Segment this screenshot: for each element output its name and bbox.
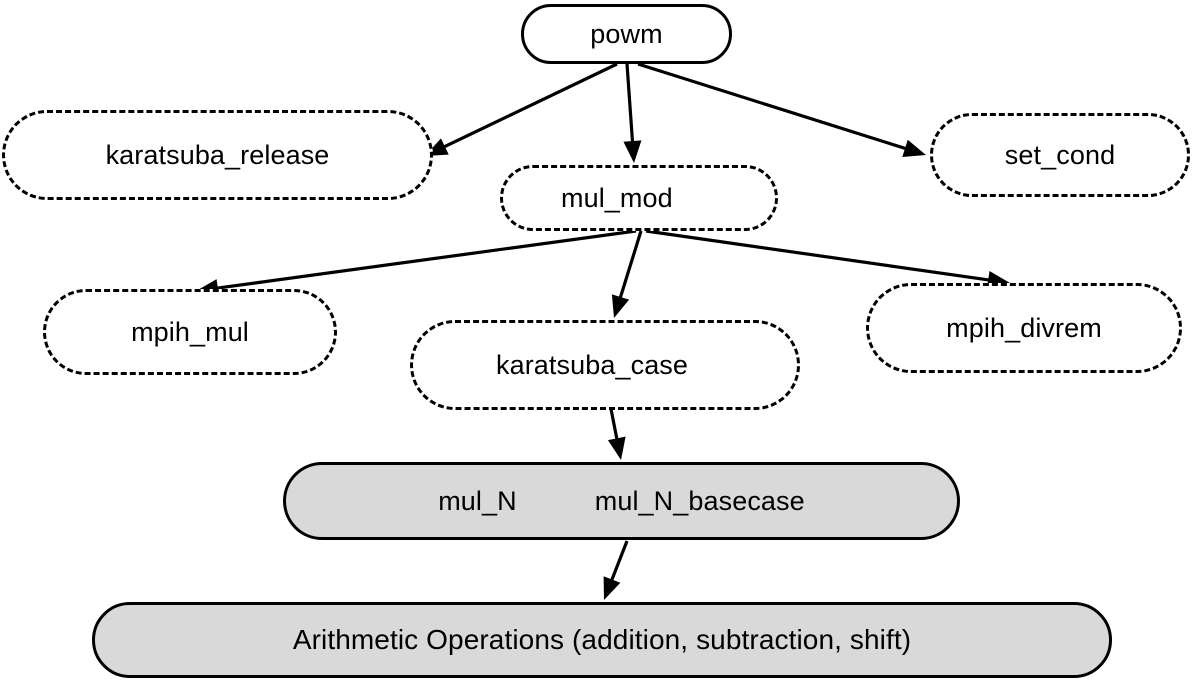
node-mul-n-group-labels: mul_N mul_N_basecase xyxy=(283,462,960,540)
node-set-cond[interactable]: set_cond xyxy=(930,113,1190,197)
node-label-mul-n: mul_N xyxy=(438,485,517,516)
edge-powm-to-mul_mod xyxy=(625,63,635,145)
edge-mul_mod-to-karatsuba_case xyxy=(618,230,643,301)
node-label-mul-n-basecase: mul_N_basecase xyxy=(594,485,805,516)
node-karatsuba-case[interactable]: karatsuba_case xyxy=(410,320,800,410)
node-label-karatsuba-case: karatsuba_case xyxy=(496,349,689,380)
node-mpih-mul[interactable]: mpih_mul xyxy=(43,289,337,375)
node-label-powm: powm xyxy=(590,18,663,49)
node-arithmetic-operations[interactable]: Arithmetic Operations (addition, subtrac… xyxy=(92,602,1112,678)
node-label-set-cond: set_cond xyxy=(1004,139,1116,170)
edge-mul_mod-to-mpih_divrem xyxy=(645,229,992,282)
edge-mul_mod-to-mpih_mul xyxy=(214,229,637,291)
node-label-mpih-divrem: mpih_divrem xyxy=(946,312,1102,343)
node-mul-mod[interactable]: mul_mod xyxy=(500,165,778,231)
edge-powm-to-karatsuba_release xyxy=(441,62,618,150)
arrowhead-karatsuba_case-to-mul_N_group xyxy=(607,436,626,460)
arrowhead-mul_N_group-to-arith_ops xyxy=(603,576,621,600)
arrowhead-mul_mod-to-karatsuba_case xyxy=(611,294,630,318)
node-label-arithmetic-operations: Arithmetic Operations (addition, subtrac… xyxy=(292,624,912,655)
edge-karatsuba_case-to-mul_N_group xyxy=(609,408,619,442)
node-label-mpih-mul: mpih_mul xyxy=(131,316,249,347)
node-label-karatsuba-release: karatsuba_release xyxy=(105,139,330,170)
edge-powm-to-set_cond xyxy=(637,62,909,151)
node-label-mul-mod: mul_mod xyxy=(561,182,673,213)
arrowhead-powm-to-mul_mod xyxy=(623,140,642,163)
node-mpih-divrem[interactable]: mpih_divrem xyxy=(866,283,1182,373)
node-mul-n-group[interactable] xyxy=(283,462,960,540)
node-karatsuba-release[interactable]: karatsuba_release xyxy=(2,110,433,200)
edge-mul_N_group-to-arith_ops xyxy=(609,540,629,583)
arrowhead-powm-to-set_cond xyxy=(902,139,926,157)
node-powm[interactable]: powm xyxy=(521,4,732,64)
